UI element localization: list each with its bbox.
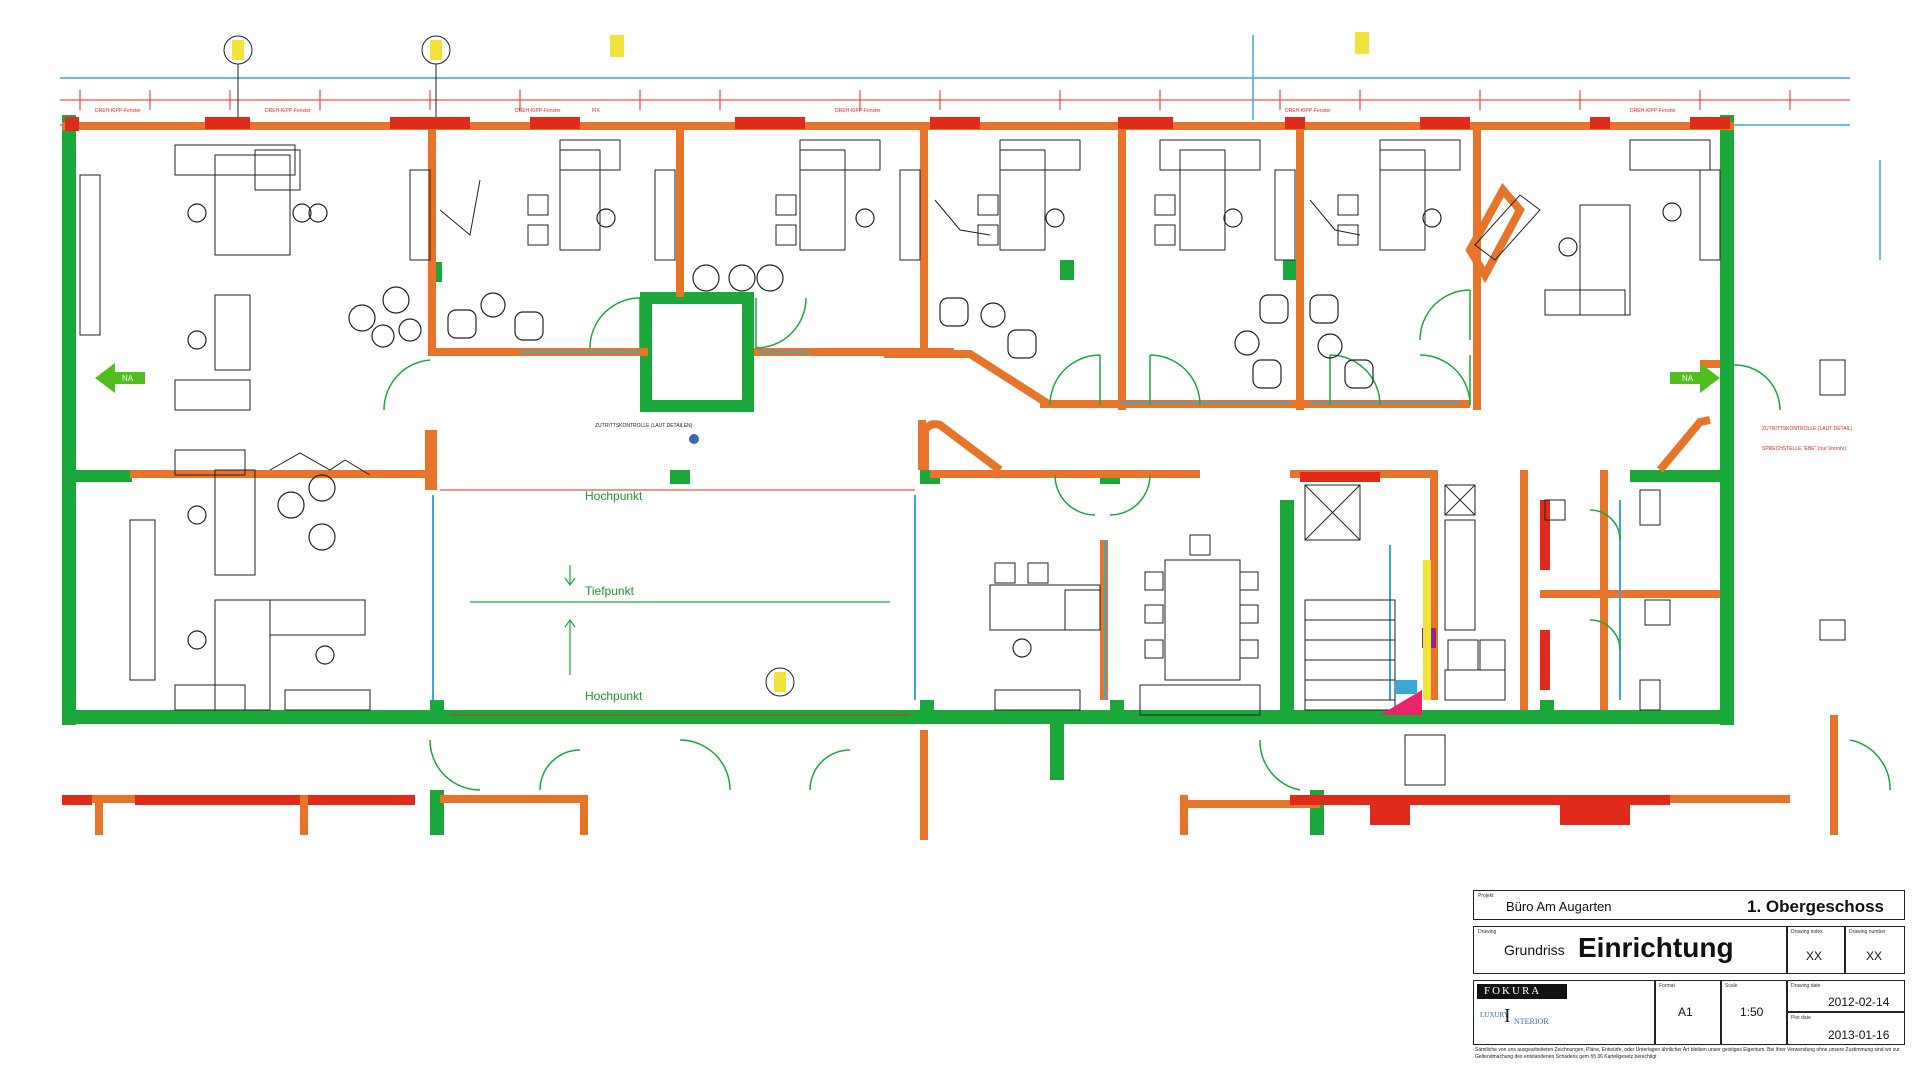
drawing-number: XX <box>1866 949 1883 963</box>
format-caption: Format <box>1659 983 1675 989</box>
label-hochpunkt-top: Hochpunkt <box>585 489 643 503</box>
special-markers <box>689 434 1436 715</box>
vertical-reference-lines <box>1252 35 1881 260</box>
scale-caption: Scale <box>1725 983 1738 989</box>
label-fix: FIX <box>592 108 600 114</box>
label-zutritt: ZUTRITTSKONTROLLE (LAUT DETAILEN) <box>595 423 693 429</box>
label-fenster-1: DREH-KIPP-Fenster <box>95 108 141 114</box>
index-cell: Drawing index XX <box>1787 926 1845 974</box>
number-caption: Drawing number <box>1849 929 1886 935</box>
drawing-type: Grundriss <box>1504 942 1565 958</box>
label-hochpunkt-bottom: Hochpunkt <box>585 689 643 703</box>
label-fenster-6: DREH-KIPP-Fenster <box>1630 108 1676 114</box>
label-fenster-5: DREH-KIPP-Fenster <box>1285 108 1331 114</box>
logo-interior: NTERIOR <box>1514 1017 1549 1026</box>
project-row: Projekt Büro Am Augarten 1. Obergeschoss <box>1473 890 1905 920</box>
logo-top: FOKURA <box>1484 985 1542 997</box>
date-caption: Drawing date <box>1791 983 1821 989</box>
title-block: Projekt Büro Am Augarten 1. Obergeschoss… <box>1473 890 1905 1065</box>
drawing-date: 2012-02-14 <box>1828 995 1890 1009</box>
number-cell: Drawing number XX <box>1845 926 1905 974</box>
top-dimension-ticks <box>60 90 1850 110</box>
exit-arrows <box>95 363 1720 393</box>
yellow-tags <box>232 32 1369 692</box>
label-fenster-2: DREH-KIPP-Fenster <box>265 108 311 114</box>
floor-label: 1. Obergeschoss <box>1746 897 1884 916</box>
scale-cell: Scale 1:50 <box>1721 980 1787 1045</box>
interior-glazing <box>432 351 1621 700</box>
slope-markers <box>470 565 890 675</box>
logo-i: I <box>1504 1005 1511 1027</box>
project-caption: Projekt <box>1478 893 1494 899</box>
copyright-footer: Sämtliche von uns ausgearbeiteten Zeichn… <box>1475 1047 1900 1060</box>
label-na-left: NA <box>122 374 134 383</box>
label-zutritt-right: ZUTRITTSKONTROLLE (LAUT DETAIL) <box>1762 426 1853 432</box>
scale-value: 1:50 <box>1740 1005 1764 1019</box>
plot-caption: Plot date <box>1791 1015 1811 1021</box>
existing-walls <box>62 115 1734 835</box>
label-fenster-3: DREH-KIPP-Fenster <box>515 108 561 114</box>
doors <box>383 289 1891 791</box>
new-walls-angled <box>884 182 1711 474</box>
logo-luxury: LUXURY <box>1480 1011 1509 1019</box>
date-cell: Drawing date 2012-02-14 <box>1787 980 1905 1012</box>
drawing-caption: Drawing <box>1478 929 1497 935</box>
format-value: A1 <box>1678 1005 1693 1019</box>
bottom-stubs <box>95 715 1838 835</box>
label-tiefpunkt: Tiefpunkt <box>585 584 635 598</box>
floor-plan: Hochpunkt Tiefpunkt Hochpunkt NA NA ZUTR… <box>60 32 1891 840</box>
staircase <box>1304 599 1396 711</box>
plot-date-cell: Plot date 2013-01-16 <box>1787 1012 1905 1045</box>
index-caption: Drawing index <box>1791 929 1823 935</box>
format-cell: Format A1 <box>1655 980 1721 1045</box>
axis-markers <box>223 35 795 697</box>
label-sprechstelle: SPRECHSTELLE "EBE" (nur Vorrohr) <box>1762 446 1846 452</box>
lower-room-dim-lines <box>440 489 915 716</box>
plot-date: 2013-01-16 <box>1828 1028 1890 1042</box>
demolished-walls <box>62 117 1730 825</box>
chairs <box>187 202 1682 665</box>
label-na-right: NA <box>1682 374 1694 383</box>
logo-banner <box>1477 984 1567 999</box>
drawing-row: Drawing Grundriss Einrichtung <box>1473 926 1787 974</box>
armchairs <box>447 294 1374 389</box>
label-fenster-4: DREH-KIPP-Fenster <box>835 108 881 114</box>
drawing-title: Einrichtung <box>1578 932 1734 963</box>
plan-text: Hochpunkt Tiefpunkt Hochpunkt NA NA ZUTR… <box>95 108 1853 703</box>
project-name: Büro Am Augarten <box>1506 899 1612 914</box>
furniture <box>79 139 1846 786</box>
drawing-index: XX <box>1806 949 1823 963</box>
logo-cell: FOKURA LUXURY I NTERIOR <box>1473 980 1655 1045</box>
